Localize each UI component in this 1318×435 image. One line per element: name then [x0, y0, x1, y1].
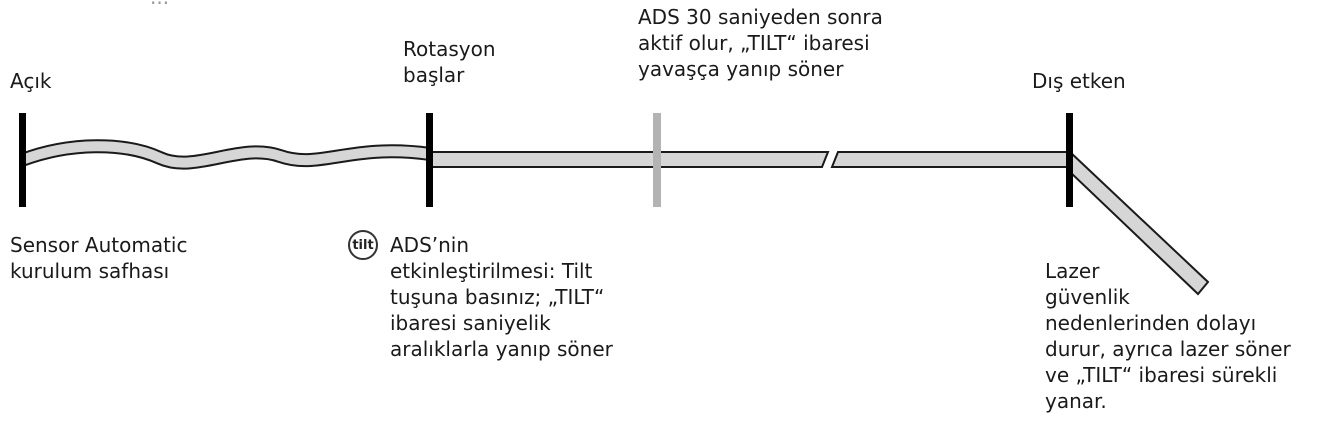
label-dis-etken: Dış etken	[1032, 69, 1126, 93]
label-top-clipped: ...	[150, 0, 169, 10]
tilt-button-icon: tilt	[348, 230, 378, 260]
rotation-band-segment-2	[830, 151, 1071, 168]
label-rotasyon: Rotasyon başlar	[403, 37, 496, 87]
label-sensor-automatic: Sensor Automatic kurulum safhası	[10, 233, 188, 283]
marker-rotasyon	[426, 113, 433, 207]
rotation-band-segment-1	[429, 151, 830, 168]
marker-dis-etken	[1066, 113, 1073, 207]
label-acik: Açık	[10, 69, 52, 93]
label-ads-30: ADS 30 saniyeden sonra aktif olur, „TILT…	[638, 5, 883, 81]
setup-phase-band-fill	[20, 141, 431, 168]
label-ads-activation: ADS’nin etkinleştirilmesi: Tilt tuşuna b…	[390, 233, 613, 361]
marker-ads-active	[653, 113, 661, 207]
marker-acik	[19, 113, 26, 207]
label-lazer-stop: Lazer güvenlik nedenlerinden dolayı duru…	[1045, 259, 1291, 413]
